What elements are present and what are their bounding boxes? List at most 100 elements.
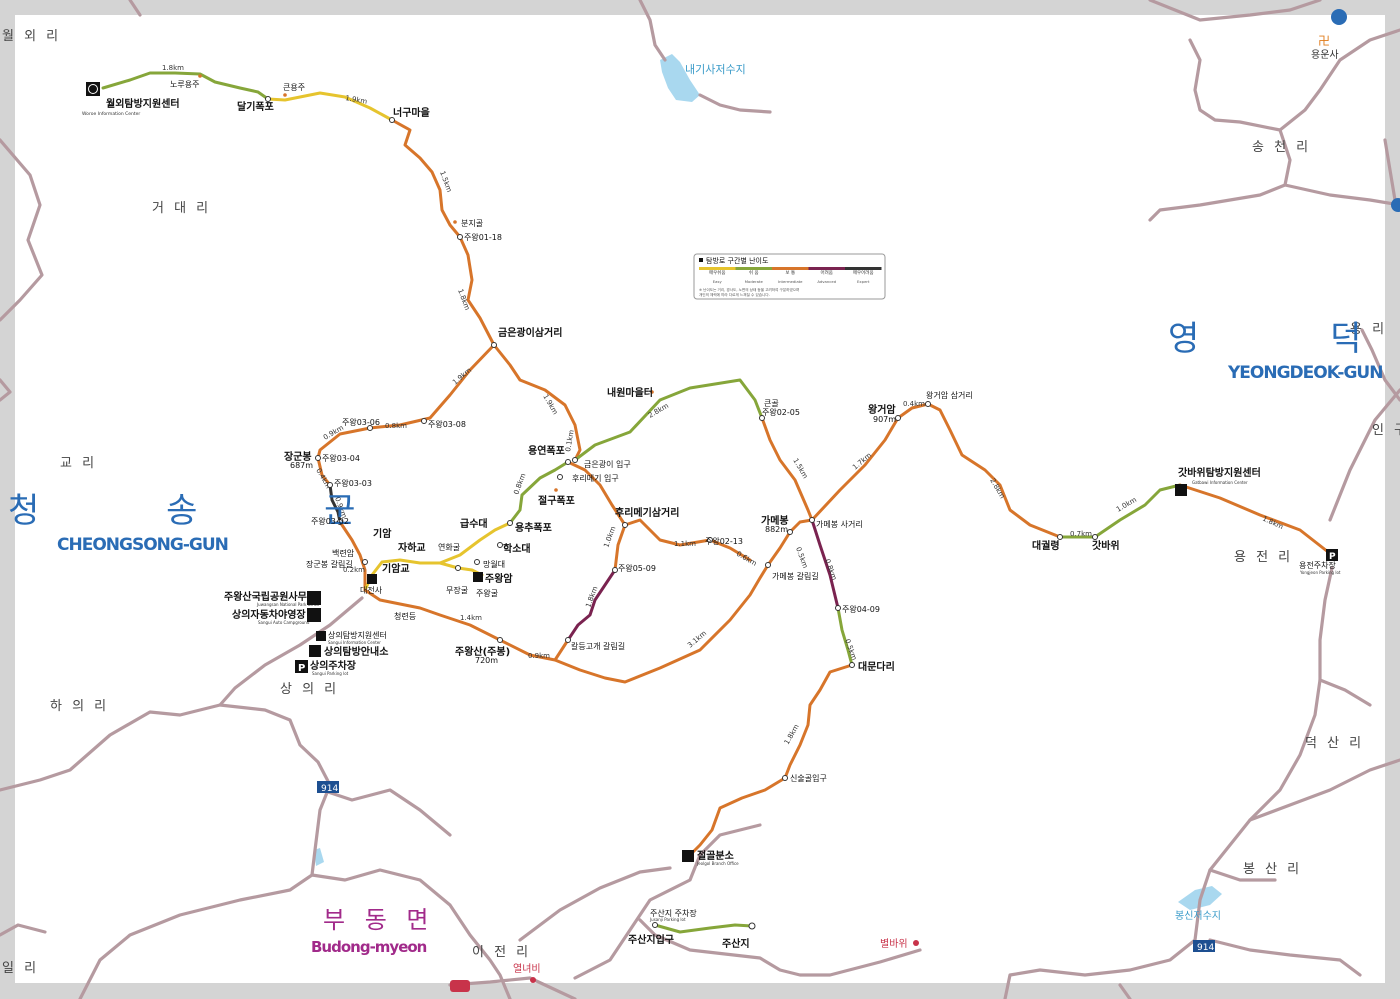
node (1057, 534, 1063, 540)
legend-level-label: 보 통 (785, 270, 795, 276)
place-label: 큰용주 (283, 83, 305, 92)
temple-symbol: 卍 (1318, 34, 1330, 48)
place-label: 주산지 주차장 (650, 908, 697, 918)
place-label: 청련등 (394, 611, 416, 621)
legend-note: 개인의 체력에 따라 다르게 느껴질 수 있습니다. (699, 292, 770, 297)
village-label: 봉 산 리 (1243, 862, 1302, 877)
node (572, 457, 578, 463)
village-label: 용 리 (1350, 322, 1387, 337)
place-label: 주왕04-09 (842, 605, 880, 614)
poi-dot (554, 488, 558, 492)
place-label: 주산지입구 (628, 933, 674, 946)
distance-label: 0.8km (385, 422, 407, 430)
region-cheongsong-en: CHEONGSONG-GUN (57, 535, 228, 555)
node (707, 537, 713, 543)
place-label: 상의주차장 (310, 659, 357, 672)
distance-label: 0.1km (564, 429, 576, 452)
place-label: 대전사 (360, 585, 383, 595)
region-yeongdeok-en: YEONGDEOK-GUN (1227, 363, 1382, 383)
place-label: 왕거암 삼거리 (926, 390, 973, 400)
node (367, 425, 373, 431)
trail-nodes (198, 74, 1098, 983)
region-cheongsong: 청 송 군 (8, 491, 413, 531)
place-label: 687m (290, 461, 313, 470)
place-label: 상의자동차야영장 (232, 608, 306, 621)
node (389, 117, 395, 123)
poi-dot (198, 74, 202, 78)
place-label: 갓바위 (1092, 539, 1120, 552)
legend-level-swatch (699, 267, 736, 270)
village-labels: 월 외 리 거 대 리 교 리 하 의 리 상 의 리 이 전 리 일 리 송 … (2, 29, 1400, 976)
distance-label: 1.4km (460, 614, 482, 622)
node (507, 520, 513, 526)
legend-level-label: 어려움 (821, 269, 833, 276)
reservoir-label: 내기사저수지 (685, 63, 746, 76)
place-label: 가메봉 갈림길 (772, 571, 819, 581)
village-label: 송 천 리 (1252, 140, 1311, 155)
parking-p: P (298, 663, 305, 674)
place-label: 용추폭포 (515, 522, 552, 534)
place-label-en: Gatbawi Information Center (1192, 480, 1248, 485)
node (895, 415, 901, 421)
distance-label: 0.2km (343, 566, 365, 574)
distance-label: 1.9km (345, 94, 368, 106)
place-labels: 월외탐방지원센터 Woroe Information Center 달기폭포 노… (82, 9, 1400, 992)
village-label: 인 구 (1372, 423, 1400, 438)
place-label: 급수대 (460, 517, 488, 530)
place-label: 주왕02-05 (762, 408, 800, 417)
place-label-en: Yongjeon Parking lot (1299, 570, 1341, 575)
node (497, 637, 503, 643)
node (362, 559, 368, 565)
place-label: 주왕03-08 (428, 420, 466, 429)
place-label: 너구마을 (393, 106, 430, 119)
place-label: 가메봉 (761, 514, 789, 527)
place-label: 절골분소 (697, 849, 734, 862)
place-label: 주왕05-09 (618, 564, 656, 573)
place-label: 연화굴 (438, 543, 460, 552)
place-label: 절구폭포 (538, 494, 575, 507)
naegisa-reservoir (660, 54, 700, 102)
node (474, 559, 480, 565)
legend-level-label-en: Moderate (745, 279, 764, 284)
node (497, 542, 503, 548)
place-label: 칼등고개 갈림길 (571, 641, 625, 651)
parking-icon (295, 660, 308, 673)
node (652, 922, 658, 928)
poi-dot (530, 977, 536, 983)
poi-dot (453, 220, 457, 224)
place-label: 별바위 (880, 937, 908, 950)
node (809, 517, 815, 523)
place-label: 주왕산국립공원사무소 (224, 590, 316, 603)
node (565, 637, 571, 643)
bus-icon (1331, 9, 1347, 25)
node (265, 96, 271, 102)
legend-level-label: 쉬 움 (749, 269, 759, 276)
village-label: 이 전 리 (472, 945, 531, 960)
node (327, 482, 333, 488)
place-label: 용전주차장 (1299, 560, 1336, 570)
village-label: 거 대 리 (152, 201, 211, 216)
node (748, 922, 756, 930)
campground-icon (307, 608, 321, 622)
office-icon (307, 591, 321, 605)
village-label: 교 리 (60, 456, 97, 471)
bus-icon (450, 980, 470, 992)
place-label: 갓바위탐방지원센터 (1178, 466, 1261, 479)
legend-level-label: 매우쉬움 (709, 269, 726, 276)
legend-level-label: 매우어려움 (853, 269, 874, 276)
place-label: 금은광이삼거리 (498, 326, 562, 339)
village-label: 상 의 리 (280, 682, 339, 697)
region-budong-en: Budong-myeon (311, 938, 427, 956)
place-label: 노루용주 (170, 80, 199, 89)
node (835, 605, 841, 611)
place-label: 주왕03-02 (311, 517, 349, 526)
info-center-icon-mark (88, 84, 98, 94)
info-center-icon (1175, 484, 1187, 496)
node (565, 459, 571, 465)
node (782, 775, 788, 781)
temple-icon (367, 574, 377, 584)
village-label: 덕 산 리 (1305, 736, 1364, 751)
distance-label: 0.4km (903, 400, 925, 408)
river-segment (314, 848, 324, 866)
